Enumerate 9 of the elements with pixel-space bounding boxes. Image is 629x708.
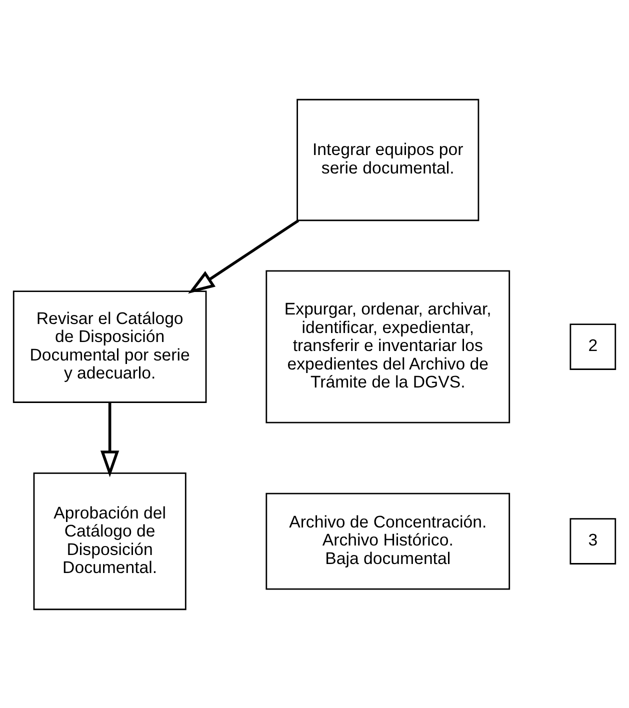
node-box: Revisar el Catálogo de Disposición Documental por serie y adecuarlo. bbox=[12, 290, 207, 402]
node-box: Aprobación del Catálogo de Disposición Documental. bbox=[33, 472, 186, 610]
node-box: 3 bbox=[570, 518, 616, 564]
arrow bbox=[188, 218, 300, 294]
node-box: Expurgar, ordenar, archivar, identificar, expedientar, transferir e inventariar los expedientes del Archivo de Trámite de la DGVS. bbox=[266, 270, 510, 423]
node-box: Archivo de Concentración. Archivo Histórico. Baja documental bbox=[266, 492, 510, 590]
node-box: Integrar equipos por serie documental. bbox=[296, 98, 480, 221]
arrow bbox=[100, 402, 120, 477]
node-box: 2 bbox=[570, 323, 616, 370]
